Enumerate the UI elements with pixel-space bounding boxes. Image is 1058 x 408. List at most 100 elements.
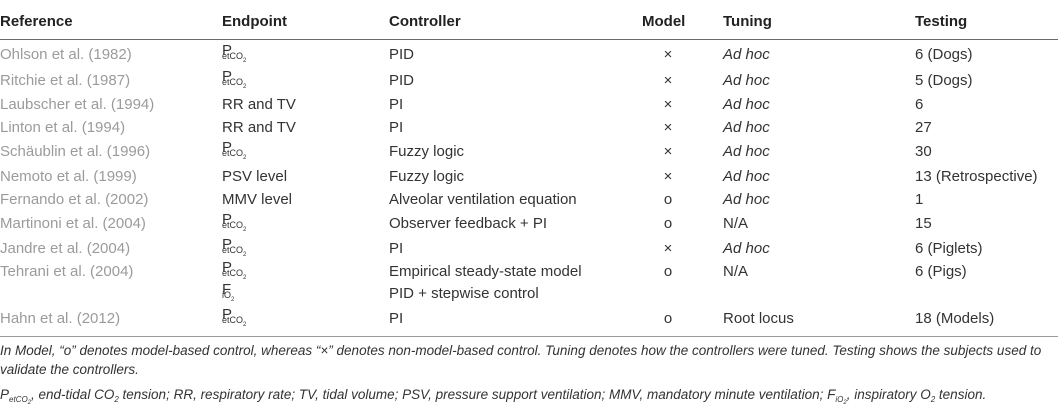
cell-model: o <box>663 191 673 208</box>
table-header: Reference Endpoint Controller Model Tuni… <box>0 0 1058 40</box>
cell-model: × <box>663 240 673 257</box>
header-reference: Reference <box>0 13 73 30</box>
cell-controller: PI <box>389 96 404 113</box>
cell-controller: PI <box>389 310 404 327</box>
endpoint-main: P <box>222 306 233 323</box>
cell-reference: Laubscher et al. (1994) <box>0 96 155 113</box>
endpoint-main: P <box>222 68 233 85</box>
table-notes: In Model, “o” denotes model-based contro… <box>0 341 1058 408</box>
cell-reference: Ritchie et al. (1987) <box>0 72 131 89</box>
cell-controller: PID + stepwise control <box>389 285 539 302</box>
abbrev-f: F <box>827 387 836 402</box>
endpoint-sub2: 2 <box>243 252 247 258</box>
cell-reference: Martinoni et al. (2004) <box>0 215 146 232</box>
cell-testing: 15 <box>915 215 932 232</box>
cell-tuning: Ad hoc <box>723 46 770 63</box>
endpoint-sub2: 2 <box>243 58 247 64</box>
abbrev-p-sub2: 2 <box>27 400 32 406</box>
notes-line-1: In Model, “o” denotes model-based contro… <box>0 343 1042 358</box>
cell-reference: Schäublin et al. (1996) <box>0 143 151 160</box>
abbrev-p-text-sub: 2 <box>114 395 119 404</box>
endpoint-sub2: 2 <box>243 155 247 161</box>
cell-testing: 13 (Retrospective) <box>915 168 1038 185</box>
abbrev-f-sub2: 2 <box>843 400 847 406</box>
header-endpoint: Endpoint <box>222 13 287 30</box>
cell-tuning: Ad hoc <box>723 191 770 208</box>
cell-tuning: Ad hoc <box>723 240 770 257</box>
cell-tuning: Root locus <box>723 310 794 327</box>
cell-testing: 6 <box>915 96 924 113</box>
table-bottom-divider <box>0 336 1058 337</box>
abbrev-p-text: , end-tidal CO <box>31 387 115 402</box>
cell-controller: Fuzzy logic <box>389 143 465 160</box>
cell-controller: Alveolar ventilation equation <box>389 191 577 208</box>
cell-reference: Nemoto et al. (1999) <box>0 168 137 185</box>
cell-testing: 27 <box>915 119 932 136</box>
cell-testing: 1 <box>915 191 924 208</box>
cell-testing: 5 (Dogs) <box>915 72 973 89</box>
header-controller: Controller <box>389 13 461 30</box>
abbrev-mid: tension; RR, respiratory rate; TV, tidal… <box>118 387 828 402</box>
endpoint-sub: etCO <box>222 77 244 87</box>
cell-controller: PID <box>389 46 415 63</box>
cell-model: × <box>663 168 673 185</box>
cell-endpoint: PSV level <box>222 168 288 185</box>
header-tuning: Tuning <box>723 13 772 30</box>
abbrev-f-text: , inspiratory O <box>846 387 931 402</box>
cell-reference: Ohlson et al. (1982) <box>0 46 132 63</box>
cell-model: × <box>663 96 673 113</box>
endpoint-sub: etCO <box>222 220 244 230</box>
cell-model: × <box>663 46 673 63</box>
cell-controller: PI <box>389 119 404 136</box>
cell-reference: Tehrani et al. (2004) <box>0 263 134 280</box>
endpoint-main: P <box>222 211 233 228</box>
cell-model: × <box>663 72 673 89</box>
endpoint-sub: etCO <box>222 51 244 61</box>
cell-testing: 30 <box>915 143 932 160</box>
cell-controller: Empirical steady-state model <box>389 263 582 280</box>
cell-endpoint: RR and TV <box>222 119 296 136</box>
endpoint-main: P <box>222 259 233 276</box>
header-divider <box>0 39 1058 40</box>
cell-tuning: Ad hoc <box>723 72 770 89</box>
cell-model: o <box>663 310 673 327</box>
endpoint-main: F <box>222 281 232 298</box>
cell-endpoint: MMV level <box>222 191 293 208</box>
cell-tuning: N/A <box>723 263 749 280</box>
cell-model: o <box>663 215 673 232</box>
endpoint-sub2: 2 <box>243 227 247 233</box>
cell-model: × <box>663 119 673 136</box>
cell-endpoint: RR and TV <box>222 96 296 113</box>
endpoint-sub2: 2 <box>231 297 235 303</box>
endpoint-sub: etCO <box>222 315 244 325</box>
abbreviations-line: PetCO2, end-tidal CO2 tension; RR, respi… <box>0 385 1058 408</box>
cell-model: o <box>663 263 673 280</box>
endpoint-main: P <box>222 42 233 59</box>
endpoint-sub: iO <box>222 290 231 300</box>
abbrev-end: tension. <box>935 387 987 402</box>
endpoint-sub2: 2 <box>243 84 247 90</box>
cell-tuning: N/A <box>723 215 749 232</box>
cell-testing: 6 (Piglets) <box>915 240 983 257</box>
cell-reference: Jandre et al. (2004) <box>0 240 131 257</box>
header-model: Model <box>642 13 686 30</box>
cell-tuning: Ad hoc <box>723 119 770 136</box>
notes-line-2: validate the controllers. <box>0 362 139 377</box>
cell-tuning: Ad hoc <box>723 168 770 185</box>
cell-controller: PID <box>389 72 415 89</box>
endpoint-sub: etCO <box>222 268 244 278</box>
